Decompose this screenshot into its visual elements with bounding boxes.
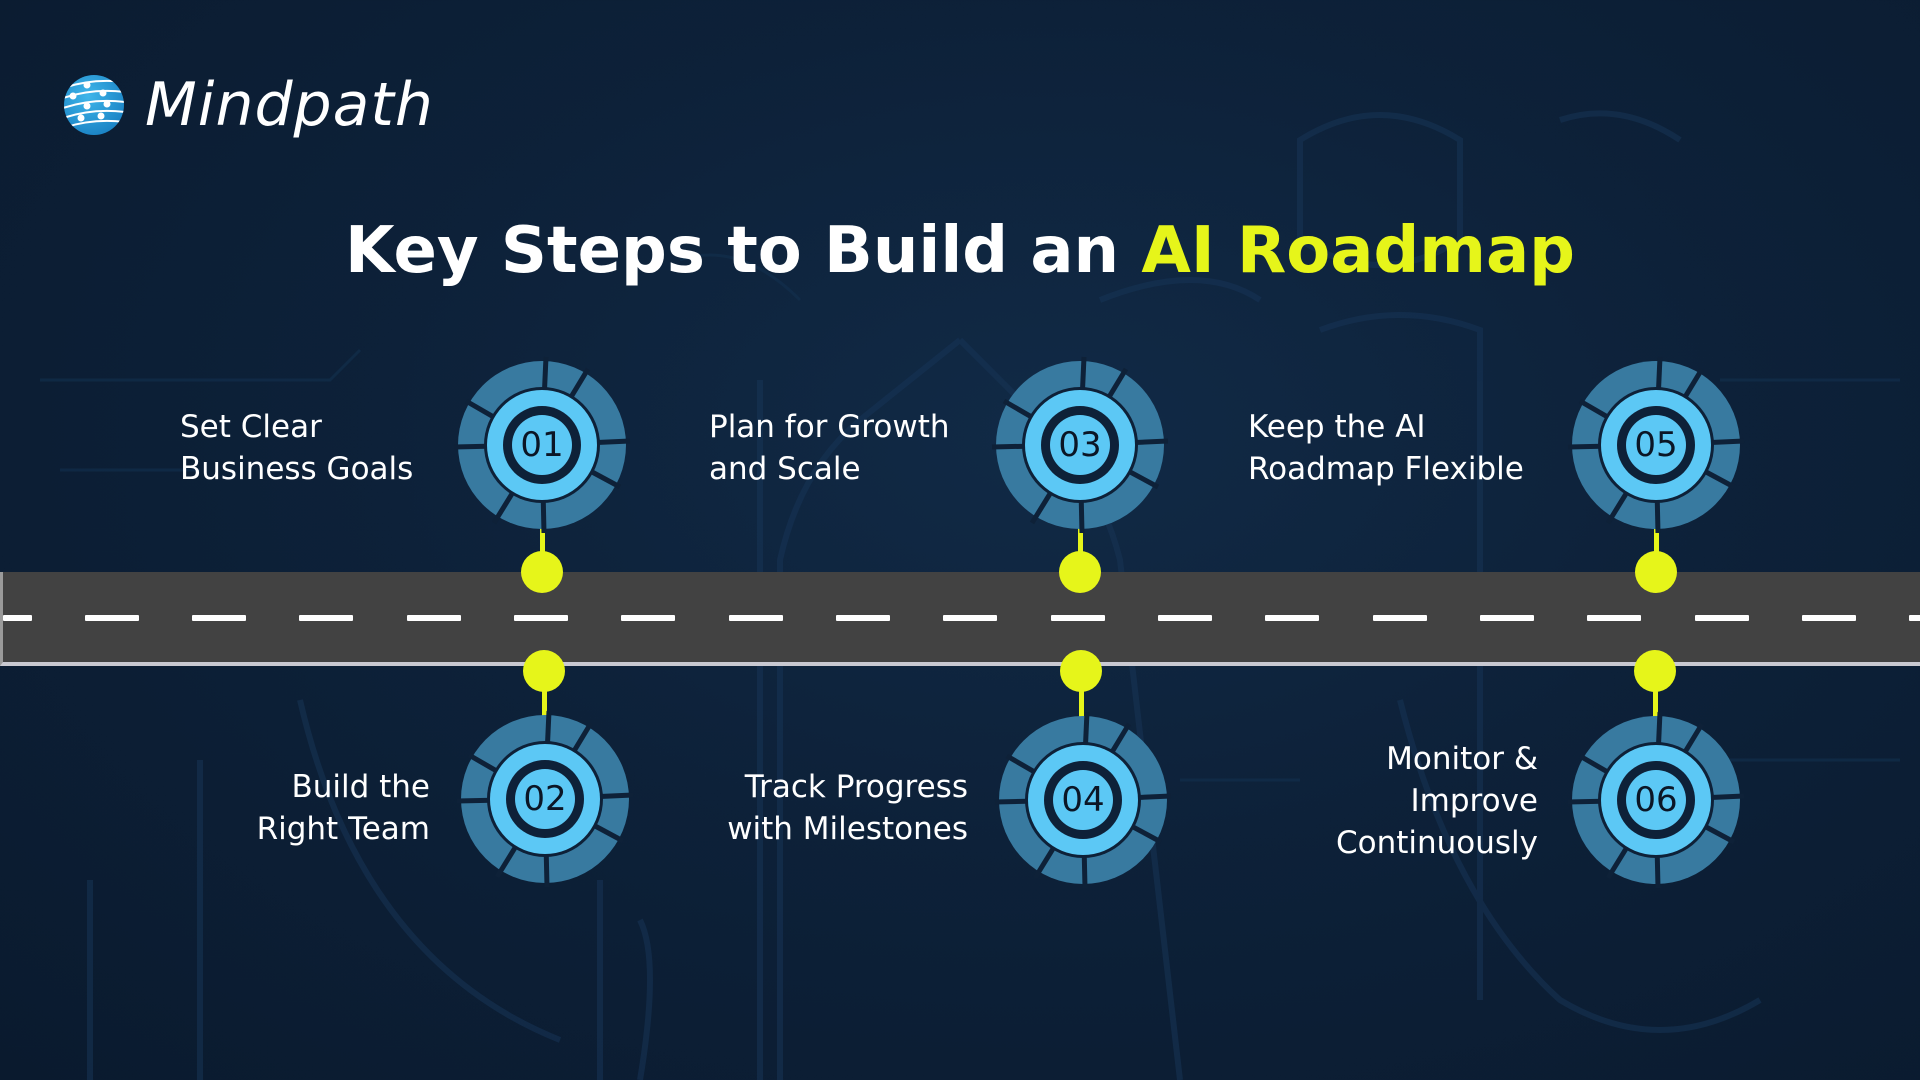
step-02-label: Build the Right Team [256, 769, 430, 847]
lane-dash [1802, 615, 1856, 621]
step-06-connector [1653, 671, 1658, 743]
step-06-label: Monitor & Improve Continuously [1335, 741, 1538, 861]
step-06-badge: 06 [1566, 710, 1746, 890]
lane-dash [836, 615, 890, 621]
step-04-badge: 04 [993, 710, 1173, 890]
step-05-number: 05 [1634, 425, 1678, 465]
lane-dash [407, 615, 461, 621]
step-01-road-marker [521, 551, 563, 593]
step-04-connector [1079, 671, 1084, 743]
step-04-label: Track Progress with Milestones [727, 769, 968, 847]
step-03-label: Plan for Growth and Scale [709, 409, 950, 487]
lane-dash [1480, 615, 1534, 621]
step-05-label: Keep the AI Roadmap Flexible [1248, 409, 1524, 487]
lane-dash [943, 615, 997, 621]
step-04-number: 04 [1061, 780, 1105, 820]
step-02-badge: 02 [455, 709, 635, 889]
lane-dash [192, 615, 246, 621]
step-05-connector [1654, 500, 1659, 572]
step-03-number: 03 [1058, 425, 1102, 465]
step-06-number: 06 [1634, 780, 1678, 820]
lane-dash [1695, 615, 1749, 621]
step-04-road-marker [1060, 650, 1102, 692]
step-01-label: Set Clear Business Goals [180, 409, 414, 487]
brand-logo: Mindpath [63, 73, 434, 137]
brand-name: Mindpath [145, 70, 434, 140]
lane-dash [85, 615, 139, 621]
lane-dash [1909, 615, 1920, 621]
page-title: Key Steps to Build an AI Roadmap [0, 206, 1920, 296]
step-03-connector [1078, 500, 1083, 572]
step-01-connector [540, 500, 545, 572]
lane-dash [1587, 615, 1641, 621]
title-highlight: AI Roadmap [1141, 214, 1575, 288]
step-01-number: 01 [520, 425, 564, 465]
step-02-road-marker [523, 650, 565, 692]
step-02-number: 02 [523, 779, 567, 819]
roadmap-road [0, 572, 1920, 666]
lane-dash [1051, 615, 1105, 621]
step-06-road-marker [1634, 650, 1676, 692]
step-03-badge: 03 [990, 355, 1170, 535]
lane-dash [1373, 615, 1427, 621]
lane-dash [729, 615, 783, 621]
globe-network-icon [64, 75, 124, 135]
lane-dash [621, 615, 675, 621]
lane-dash [1158, 615, 1212, 621]
step-03-road-marker [1059, 551, 1101, 593]
step-02-connector [542, 671, 547, 743]
lane-dash [3, 615, 32, 621]
lane-dash [299, 615, 353, 621]
lane-dash [1265, 615, 1319, 621]
lane-dash [514, 615, 568, 621]
step-05-badge: 05 [1566, 355, 1746, 535]
step-05-road-marker [1635, 551, 1677, 593]
title-prefix: Key Steps to Build an [345, 214, 1120, 288]
step-01-badge: 01 [452, 355, 632, 535]
